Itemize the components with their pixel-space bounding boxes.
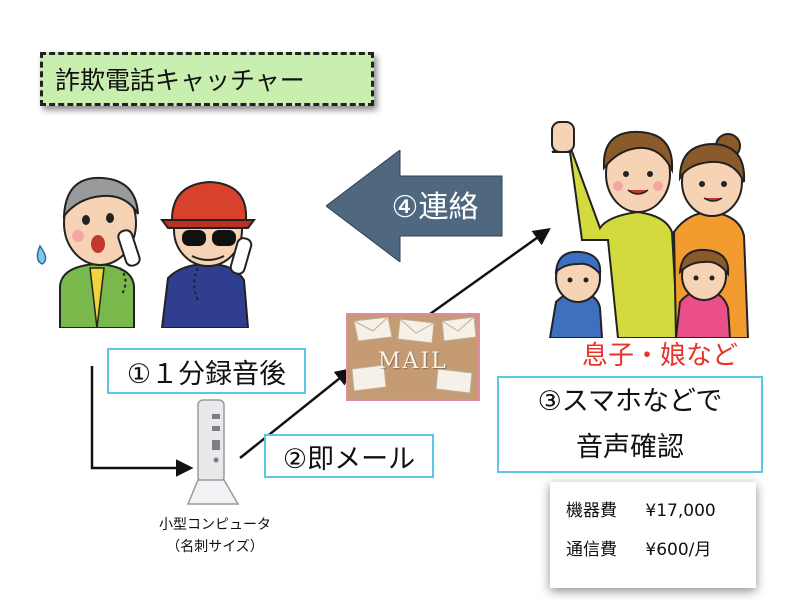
family-illustration [548,121,750,338]
computer-caption: 小型コンピュータ （名刺サイズ） [130,514,300,558]
cost-label: 通信費 [566,540,617,560]
record-flow-line [90,366,194,477]
step3-line1: ③スマホなどで [537,385,723,417]
father-figure [551,121,680,338]
step2-text: ②即メール [282,443,416,475]
mail-photo: MAIL [346,313,480,401]
step3-line2: 音声確認 [576,431,684,463]
cost-label: 機器費 [566,501,617,521]
phone-call-illustration [36,176,256,328]
contact-arrow [326,150,503,262]
family-label: 息子・娘など [581,341,738,371]
computer-caption-line1: 小型コンピュータ [159,517,271,533]
elderly-man-figure [36,176,141,328]
mail-flow-line [239,367,353,459]
title-text: 詐欺電話キャッチャー [55,66,305,95]
cost-row-communication: 通信費 ¥600/月 [566,535,756,560]
cost-card: 機器費 ¥17,000 通信費 ¥600/月 [550,482,756,588]
boy-figure [548,250,604,338]
mini-computer-icon [186,399,240,505]
envelopes-image [348,315,478,399]
cost-value: ¥17,000 [645,501,716,521]
step3-label: ③スマホなどで 音声確認 [497,376,763,473]
mail-text: MAIL [378,349,448,374]
phone-flow-line [429,227,551,316]
diagram-title: 詐欺電話キャッチャー [40,52,374,106]
step1-text: ①１分録音後 [126,358,287,390]
cost-row-device: 機器費 ¥17,000 [566,496,756,521]
girl-figure [674,248,732,338]
step4-label: ④連絡 [391,190,479,225]
cost-value: ¥600/月 [645,540,712,560]
step2-label: ②即メール [264,434,434,478]
step1-label: ①１分録音後 [107,348,306,394]
computer-caption-line2: （名刺サイズ） [166,539,264,555]
scammer-figure [160,180,256,328]
